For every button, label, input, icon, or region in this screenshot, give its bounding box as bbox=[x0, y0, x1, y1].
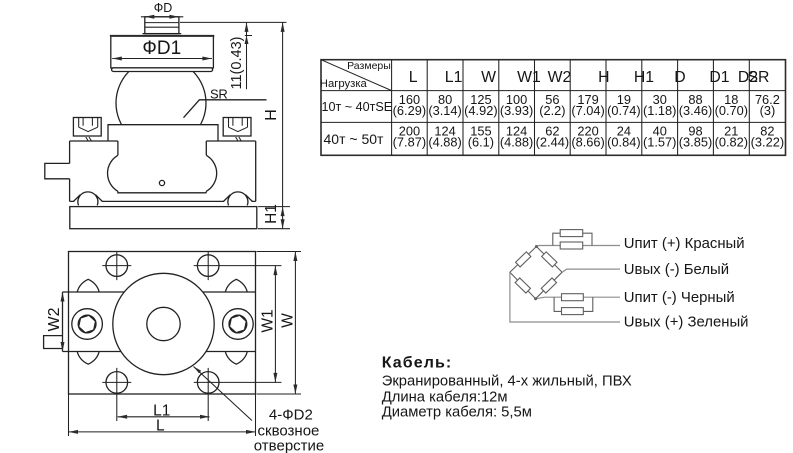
svg-text:56: 56 bbox=[545, 92, 559, 107]
svg-text:(4.88): (4.88) bbox=[500, 135, 533, 150]
svg-text:(3.85): (3.85) bbox=[679, 135, 712, 150]
svg-text:(2.2): (2.2) bbox=[539, 103, 565, 118]
svg-text:80: 80 bbox=[438, 92, 452, 107]
svg-text:(2.44): (2.44) bbox=[536, 135, 569, 150]
svg-text:W2: W2 bbox=[548, 69, 572, 86]
svg-text:L: L bbox=[409, 69, 418, 86]
svg-text:отверстие: отверстие bbox=[254, 438, 324, 453]
svg-text:(6.29): (6.29) bbox=[393, 103, 426, 118]
svg-text:(4.88): (4.88) bbox=[428, 135, 461, 150]
svg-text:Uпит (+) Красный: Uпит (+) Красный bbox=[624, 236, 745, 252]
svg-text:(3.93): (3.93) bbox=[500, 103, 533, 118]
svg-text:(6.1): (6.1) bbox=[468, 135, 494, 150]
svg-text:125: 125 bbox=[470, 92, 491, 107]
svg-text:Нагрузка: Нагрузка bbox=[320, 78, 368, 90]
svg-text:(0.84): (0.84) bbox=[607, 135, 640, 150]
svg-text:155: 155 bbox=[470, 124, 491, 139]
svg-text:(7.04): (7.04) bbox=[571, 103, 604, 118]
svg-text:62: 62 bbox=[545, 124, 559, 139]
svg-text:30: 30 bbox=[653, 92, 667, 107]
svg-text:W1: W1 bbox=[260, 309, 277, 332]
svg-text:88: 88 bbox=[688, 92, 702, 107]
svg-text:Uпит (-) Черный: Uпит (-) Черный bbox=[624, 290, 735, 306]
svg-text:21: 21 bbox=[724, 124, 738, 139]
svg-text:ФD: ФD bbox=[154, 1, 173, 15]
svg-text:Экранированный, 4-х жильный, П: Экранированный, 4-х жильный, ПВХ bbox=[382, 374, 632, 390]
svg-text:(3.46): (3.46) bbox=[679, 103, 712, 118]
svg-text:W: W bbox=[481, 69, 496, 86]
svg-text:(3.22): (3.22) bbox=[751, 135, 784, 150]
svg-text:40т ~ 50т: 40т ~ 50т bbox=[324, 131, 385, 147]
svg-text:76.2: 76.2 bbox=[755, 92, 780, 107]
svg-text:(0.70): (0.70) bbox=[715, 103, 748, 118]
svg-text:124: 124 bbox=[506, 124, 527, 139]
svg-text:ФD1: ФD1 bbox=[142, 38, 181, 59]
svg-text:Длина кабеля:12м: Длина кабеля:12м bbox=[382, 390, 508, 406]
svg-text:4-ФD2: 4-ФD2 bbox=[269, 406, 313, 423]
svg-text:SR: SR bbox=[210, 86, 227, 101]
svg-text:(0.74): (0.74) bbox=[607, 103, 640, 118]
svg-text:W2: W2 bbox=[46, 307, 63, 331]
svg-text:179: 179 bbox=[577, 92, 598, 107]
svg-text:100: 100 bbox=[506, 92, 527, 107]
svg-text:D2: D2 bbox=[738, 69, 758, 86]
svg-text:(1.57): (1.57) bbox=[643, 135, 676, 150]
svg-text:D: D bbox=[674, 69, 685, 86]
svg-text:H1: H1 bbox=[263, 204, 280, 224]
svg-text:18: 18 bbox=[724, 92, 738, 107]
svg-text:40: 40 bbox=[653, 124, 667, 139]
svg-text:L: L bbox=[156, 417, 165, 434]
svg-text:W1: W1 bbox=[517, 69, 541, 86]
svg-text:H: H bbox=[598, 69, 609, 86]
svg-text:11(0.43): 11(0.43) bbox=[229, 37, 245, 90]
svg-text:220: 220 bbox=[577, 124, 598, 139]
svg-text:сквозное: сквозное bbox=[258, 423, 320, 440]
svg-text:Uвых (+) Зеленый: Uвых (+) Зеленый bbox=[624, 315, 749, 331]
svg-text:H1: H1 bbox=[634, 69, 654, 86]
svg-text:(7.87): (7.87) bbox=[393, 135, 426, 150]
svg-text:124: 124 bbox=[434, 124, 455, 139]
svg-text:82: 82 bbox=[760, 124, 774, 139]
svg-text:L1: L1 bbox=[153, 402, 170, 419]
svg-text:L1: L1 bbox=[445, 69, 463, 86]
svg-text:24: 24 bbox=[617, 124, 631, 139]
svg-text:Uвых (-) Белый: Uвых (-) Белый bbox=[624, 262, 729, 278]
svg-text:Диаметр кабеля: 5,5м: Диаметр кабеля: 5,5м bbox=[382, 405, 532, 421]
svg-text:10т ~ 40тSE: 10т ~ 40тSE bbox=[322, 100, 393, 114]
svg-text:160: 160 bbox=[399, 92, 420, 107]
svg-text:98: 98 bbox=[688, 124, 702, 139]
svg-text:(1.18): (1.18) bbox=[643, 103, 676, 118]
svg-text:(3.14): (3.14) bbox=[428, 103, 461, 118]
svg-text:Размеры: Размеры bbox=[347, 60, 391, 72]
svg-text:Кабель:: Кабель: bbox=[382, 355, 453, 372]
svg-text:(4.92): (4.92) bbox=[464, 103, 497, 118]
svg-text:200: 200 bbox=[399, 124, 420, 139]
svg-text:D1: D1 bbox=[709, 69, 729, 86]
svg-text:19: 19 bbox=[617, 92, 631, 107]
svg-text:(0.82): (0.82) bbox=[715, 135, 748, 150]
svg-text:W: W bbox=[280, 313, 297, 328]
svg-text:(3): (3) bbox=[760, 103, 776, 118]
svg-text:SR: SR bbox=[748, 69, 770, 86]
svg-text:H: H bbox=[263, 109, 280, 121]
svg-text:(8.66): (8.66) bbox=[571, 135, 604, 150]
